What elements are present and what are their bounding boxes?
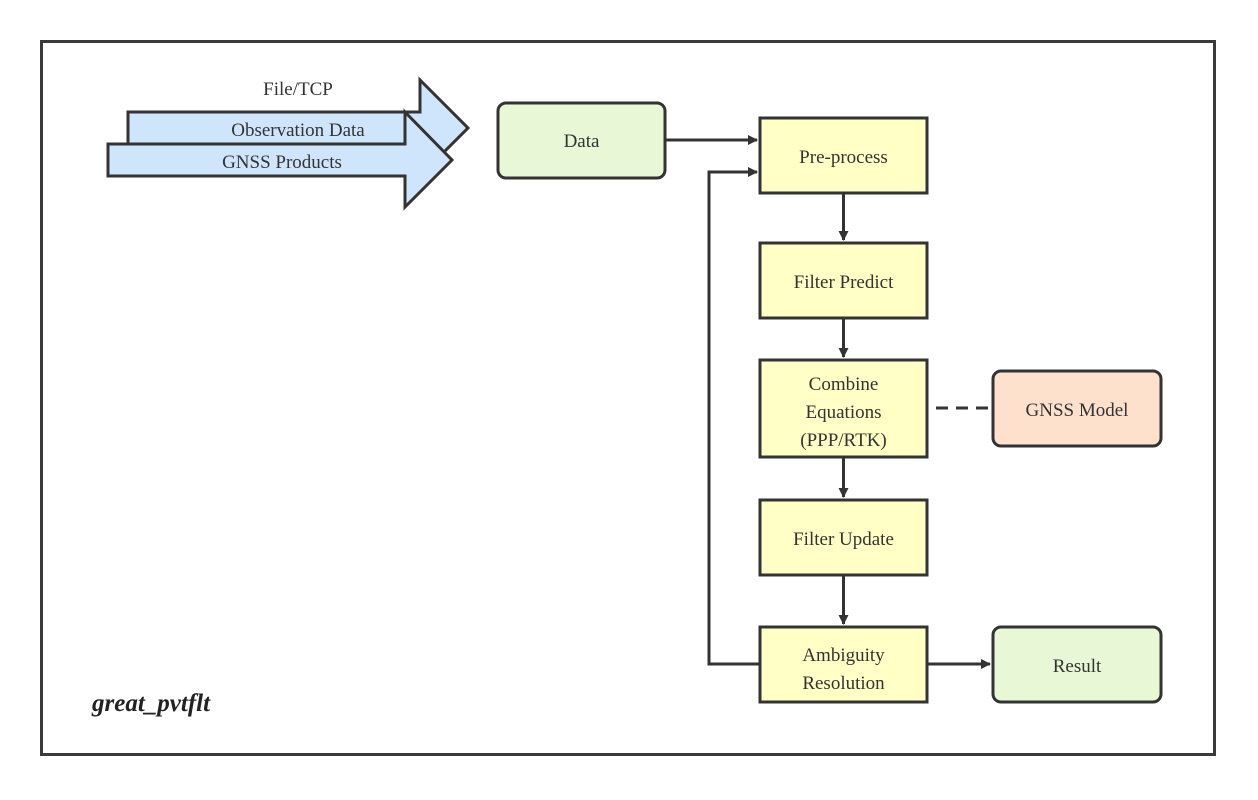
connectors: [665, 135, 991, 669]
pre-process-label: Pre-process: [799, 147, 888, 168]
result-label: Result: [1053, 656, 1102, 677]
filter-predict-node: Filter Predict: [758, 241, 929, 320]
ambiguity-resolution-line-2: Resolution: [802, 673, 885, 694]
ambiguity-resolution-line-1: Ambiguity: [802, 645, 885, 666]
combine-equations-line-2: Equations: [806, 402, 882, 423]
feedback-loop-arrow: [707, 167, 760, 666]
file-tcp-label: File/TCP: [263, 79, 333, 100]
data-label: Data: [564, 131, 600, 152]
combine-equations-node: Combine Equations (PPP/RTK): [758, 358, 929, 459]
result-node: Result: [991, 625, 1163, 704]
gnss-products-arrow-shape: [106, 108, 455, 211]
gnss-products-label: GNSS Products: [222, 152, 342, 173]
observation-data-label: Observation Data: [231, 120, 365, 141]
filter-update-node: Filter Update: [758, 498, 929, 577]
diagram-caption: great_pvtflt: [91, 690, 211, 717]
pre-process-node: Pre-process: [758, 116, 929, 195]
input-arrows: File/TCP Observation Data GNSS Products: [106, 76, 471, 211]
filter-predict-label: Filter Predict: [794, 272, 894, 293]
filter-update-box: [758, 498, 929, 577]
gnss-model-label: GNSS Model: [1026, 400, 1129, 421]
gnss-model-box: [991, 369, 1163, 448]
gnss-model-node: GNSS Model: [991, 369, 1163, 448]
combine-equations-box: [758, 358, 929, 459]
result-box: [991, 625, 1163, 704]
ambiguity-resolution-node: Ambiguity Resolution: [758, 625, 929, 704]
combine-equations-line-1: Combine: [809, 374, 879, 395]
filter-update-label: Filter Update: [793, 529, 894, 550]
diagram-frame: [40, 40, 1216, 756]
data-node: Data: [496, 101, 667, 180]
combine-equations-line-3: (PPP/RTK): [800, 430, 887, 451]
